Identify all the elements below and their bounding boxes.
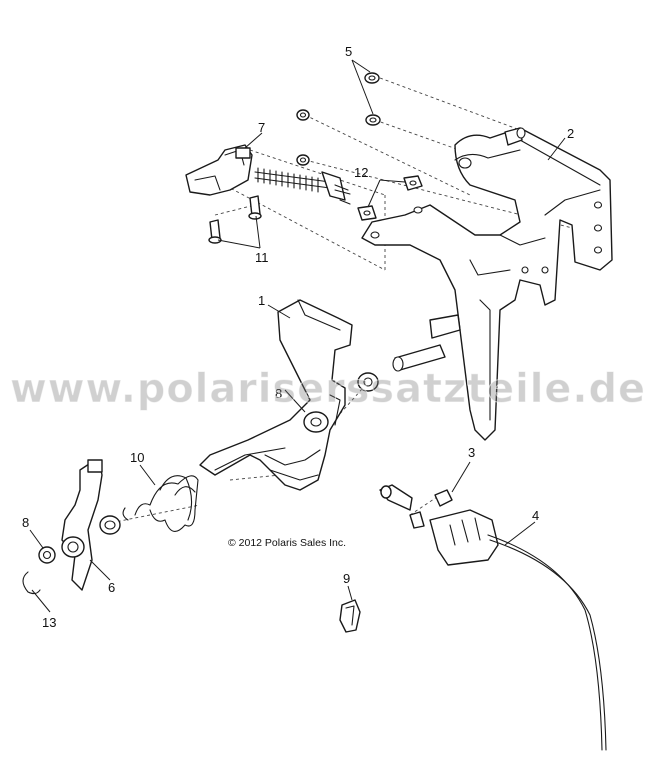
callout-11: 11 bbox=[255, 250, 269, 265]
callout-9: 9 bbox=[343, 571, 350, 586]
callout-1: 1 bbox=[258, 293, 265, 308]
main-bracket bbox=[361, 127, 613, 441]
callout-labels: 5 2 7 12 11 1 8 10 8 6 13 3 4 9 bbox=[22, 44, 574, 630]
pins-11 bbox=[208, 195, 262, 244]
callout-3: 3 bbox=[468, 445, 475, 460]
brake-pedal-1 bbox=[199, 299, 353, 491]
bushing-lower bbox=[99, 515, 121, 535]
nut-group-5 bbox=[296, 72, 381, 166]
callout-8-lower: 8 bbox=[22, 515, 29, 530]
switch-cable-assembly bbox=[379, 484, 607, 751]
callout-13: 13 bbox=[42, 615, 56, 630]
copyright-notice: © 2012 Polaris Sales Inc. bbox=[228, 537, 346, 549]
cable-clip-9 bbox=[339, 599, 361, 633]
spring-coils bbox=[257, 167, 319, 193]
brake-switch-7 bbox=[185, 144, 351, 205]
callout-7: 7 bbox=[258, 120, 265, 135]
callout-12: 12 bbox=[354, 165, 368, 180]
callout-4: 4 bbox=[532, 508, 539, 523]
callout-8-upper: 8 bbox=[275, 386, 282, 401]
callout-6: 6 bbox=[108, 580, 115, 595]
callout-2: 2 bbox=[567, 126, 574, 141]
callout-10: 10 bbox=[130, 450, 144, 465]
washer-8-lower bbox=[38, 546, 56, 564]
lever-arm-6 bbox=[61, 459, 103, 591]
return-spring-10 bbox=[122, 475, 199, 532]
callout-5: 5 bbox=[345, 44, 352, 59]
flange-nuts-12 bbox=[357, 175, 423, 221]
e-clip-13 bbox=[22, 571, 41, 595]
bushing-upper bbox=[357, 372, 379, 392]
leader-lines bbox=[29, 59, 566, 613]
watermark-text: www.polariserssatzteile.de bbox=[10, 366, 646, 412]
